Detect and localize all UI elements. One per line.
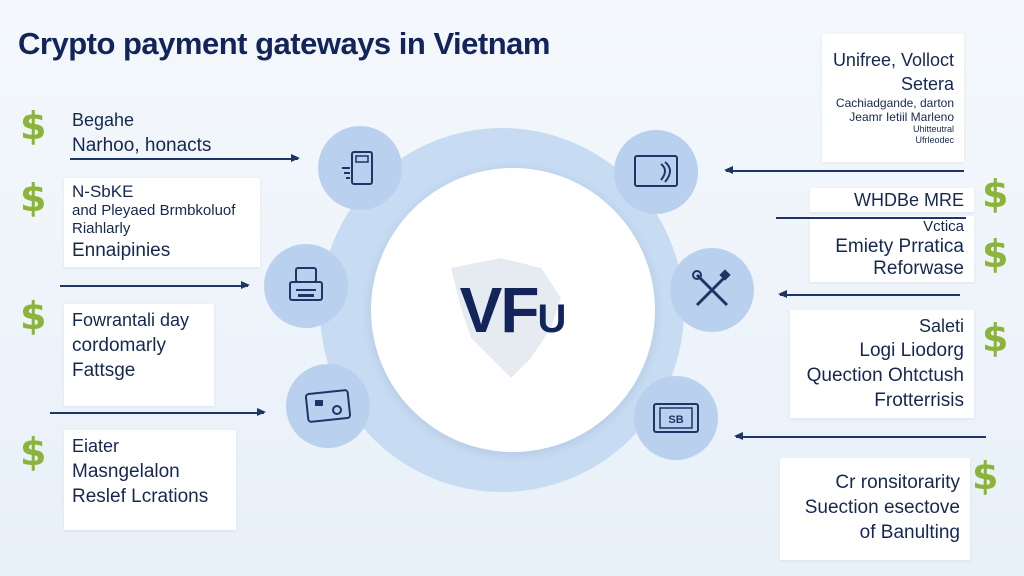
sb-card-icon: SB (653, 403, 699, 433)
payment-node-pos-terminal (264, 244, 348, 328)
dollar-icon: $ (20, 104, 47, 148)
tools-icon (692, 269, 731, 307)
arrow-connector (60, 282, 250, 288)
box-line: Narhoo, honacts (72, 135, 212, 156)
dollar-icon: $ (982, 232, 1009, 276)
dollar-icon: $ (20, 294, 47, 338)
box-line: Ennaipinies (72, 240, 171, 261)
arrow-connector (50, 409, 266, 415)
box-line: of Banulting (859, 522, 960, 543)
box-line: Vctica (923, 218, 964, 235)
box-line: N-SbKE (72, 182, 134, 201)
box-line: Masngelalon (72, 461, 180, 482)
left-feature-box-3: Fowrantali day cordomarly Fattsge (64, 304, 214, 406)
center-hub: VFU (371, 168, 655, 452)
box-line: Uhitteutral (912, 124, 954, 134)
box-line: Begahe (72, 110, 135, 130)
arrow-connector (724, 167, 964, 173)
left-feature-box-1: Begahe Narhoo, honacts (64, 104, 260, 162)
box-line: Suection esectove (804, 497, 960, 518)
center-logo: VFU (460, 273, 567, 347)
box-line: Fattsge (72, 360, 136, 381)
map-silhouette-icon (451, 258, 561, 378)
box-line: Frotterrisis (874, 390, 964, 411)
box-line: Emiety Prratica (835, 236, 964, 257)
right-feature-box-1: Unifree, Volloct Setera Cachiadgande, da… (822, 34, 964, 162)
right-feature-box-4: Saleti Logi Liodorg Quection Ohtctush Fr… (790, 310, 974, 418)
center-logo-sub: U (537, 297, 567, 341)
dollar-icon: $ (982, 316, 1009, 360)
dollar-icon: $ (982, 172, 1009, 216)
right-feature-box-2: WHDBe MRE (810, 188, 974, 212)
dollar-icon: $ (20, 430, 47, 474)
arrow-connector (778, 291, 960, 297)
box-line: Ufrleodec (915, 135, 954, 145)
payment-node-mobile (614, 130, 698, 214)
box-line: Setera (900, 74, 954, 94)
box-line: cordomarly (72, 335, 166, 356)
box-line: Quection Ohtctush (806, 365, 964, 386)
dollar-icon: $ (20, 176, 47, 220)
box-line: Cachiadgande, darton (835, 96, 954, 110)
box-line: Reslef Lcrations (72, 486, 209, 507)
box-line: Unifree, Volloct (832, 50, 954, 70)
box-line: Logi Liodorg (859, 340, 964, 361)
arrow-connector (734, 433, 986, 439)
arrow-connector (776, 217, 966, 219)
box-line: Cr ronsitorarity (835, 472, 960, 493)
box-line: Riahlarly (72, 220, 131, 237)
dollar-icon: $ (972, 454, 999, 498)
payment-node-tools (670, 248, 754, 332)
mobile-payment-icon (634, 155, 678, 187)
page-title: Crypto payment gateways in Vietnam (18, 26, 550, 61)
box-line: Eiater (72, 436, 120, 456)
payment-node-sb-card: SB (634, 376, 718, 460)
credit-card-icon (304, 389, 352, 423)
box-line: Jeamr Ietiil Marleno (849, 110, 954, 124)
pos-terminal-icon (289, 267, 323, 301)
payment-node-credit-card (286, 364, 370, 448)
left-feature-box-4: Eiater Masngelalon Reslef Lcrations (64, 430, 236, 530)
box-line: WHDBe MRE (853, 190, 964, 210)
right-feature-box-3: Vctica Emiety Prratica Reforwase (810, 216, 974, 282)
arrow-connector (70, 155, 300, 161)
center-logo-main: VF (459, 274, 540, 346)
svg-text:SB: SB (668, 414, 683, 426)
left-feature-box-2: N-SbKE and Pleyaed Brmbkoluof Riahlarly … (64, 178, 260, 267)
card-reader-icon (342, 151, 373, 185)
box-line: Reforwase (873, 258, 964, 279)
box-line: and Pleyaed Brmbkoluof (72, 202, 236, 219)
box-line: Saleti (918, 316, 964, 336)
payment-node-card-reader (318, 126, 402, 210)
box-line: Fowrantali day (72, 310, 190, 330)
right-feature-box-5: Cr ronsitorarity Suection esectove of Ba… (780, 458, 970, 560)
